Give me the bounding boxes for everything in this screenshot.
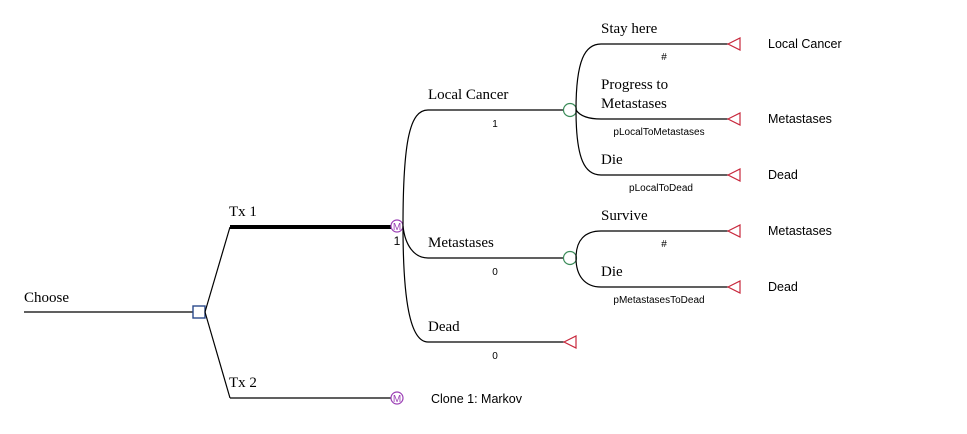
- decision-node-icon[interactable]: [192, 305, 206, 319]
- state-label[interactable]: Local Cancer: [428, 87, 508, 103]
- terminal-node-icon[interactable]: [726, 112, 741, 126]
- terminal-label[interactable]: Metastases: [768, 112, 832, 126]
- tx2-connector: [204, 311, 231, 399]
- transition-label[interactable]: Die: [601, 264, 623, 280]
- transition-label-line1[interactable]: Progress to: [601, 77, 668, 93]
- transition-connector: [575, 109, 602, 120]
- terminal-node-icon[interactable]: [726, 280, 741, 294]
- transition-label[interactable]: Stay here: [601, 21, 658, 37]
- root-label[interactable]: Choose: [24, 290, 69, 306]
- tx1-label[interactable]: Tx 1: [229, 204, 257, 220]
- svg-text:M: M: [393, 394, 401, 405]
- clone-label[interactable]: Clone 1: Markov: [431, 392, 523, 406]
- transition-prob[interactable]: pLocalToMetastases: [613, 127, 704, 138]
- terminal-label[interactable]: Local Cancer: [768, 37, 842, 51]
- transition-connector: [575, 257, 602, 288]
- markov-label: 1: [394, 234, 401, 248]
- terminal-node-icon[interactable]: [726, 224, 741, 238]
- state-connector-local: [402, 109, 429, 227]
- tx2-label[interactable]: Tx 2: [229, 375, 257, 391]
- state-init-prob[interactable]: 0: [492, 351, 498, 362]
- markov-node-icon[interactable]: M: [390, 219, 404, 233]
- state-label[interactable]: Dead: [428, 319, 460, 335]
- state-init-prob[interactable]: 1: [492, 119, 498, 130]
- transition-connector: [575, 109, 602, 176]
- terminal-label[interactable]: Dead: [768, 168, 798, 182]
- terminal-node-icon[interactable]: [562, 335, 577, 349]
- transition-label[interactable]: Survive: [601, 208, 648, 224]
- transition-label-line2[interactable]: Metastases: [601, 96, 667, 112]
- terminal-node-icon[interactable]: [726, 37, 741, 51]
- terminal-label[interactable]: Metastases: [768, 224, 832, 238]
- tx1-connector: [204, 226, 231, 313]
- state-connector-metastases: [402, 225, 429, 259]
- transition-prob[interactable]: pLocalToDead: [629, 183, 693, 194]
- terminal-node-icon[interactable]: [726, 168, 741, 182]
- transition-label[interactable]: Die: [601, 152, 623, 168]
- terminal-label[interactable]: Dead: [768, 280, 798, 294]
- state-connector-dead: [402, 225, 429, 343]
- transition-prob[interactable]: pMetastasesToDead: [613, 295, 704, 306]
- transition-connector: [575, 230, 602, 259]
- transition-connector: [575, 43, 602, 111]
- transition-prob[interactable]: #: [661, 239, 667, 250]
- state-init-prob[interactable]: 0: [492, 267, 498, 278]
- chance-node-icon[interactable]: [562, 102, 578, 118]
- svg-text:M: M: [393, 222, 401, 233]
- chance-node-icon[interactable]: [562, 250, 578, 266]
- markov-node-icon[interactable]: M: [390, 391, 404, 405]
- state-label[interactable]: Metastases: [428, 235, 494, 251]
- transition-prob[interactable]: #: [661, 52, 667, 63]
